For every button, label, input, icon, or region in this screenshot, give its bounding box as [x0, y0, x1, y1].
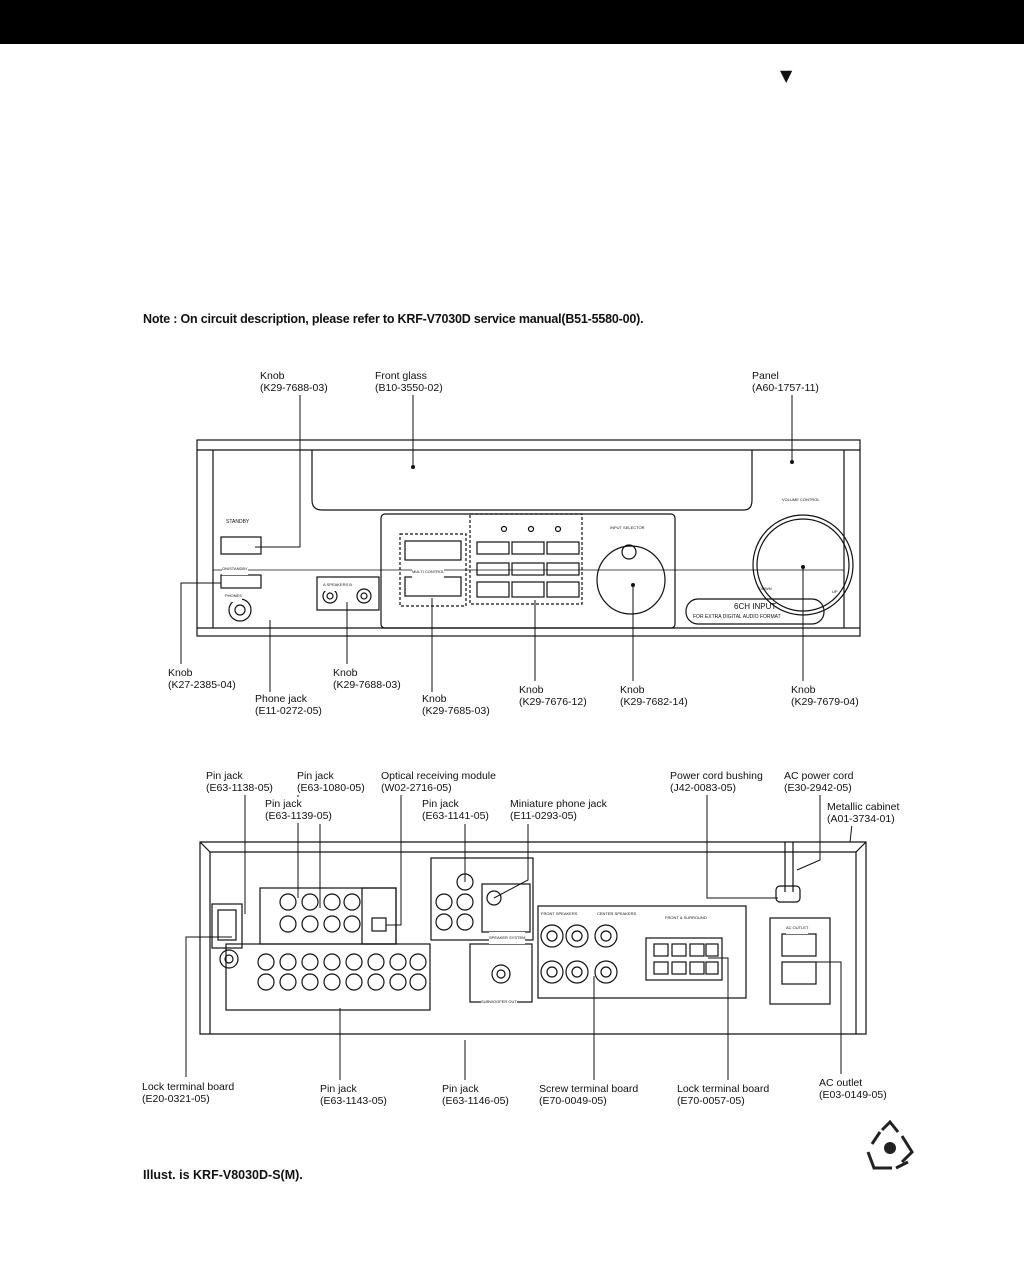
label-pin-jack-3: Pin jack(E63-1139-05)	[261, 797, 336, 823]
rear-speaker-system-text: SPEAKER SYSTEM	[489, 932, 526, 944]
front-panel-drawing	[196, 439, 861, 637]
label-ac-power-cord: AC power cord(E30-2942-05)	[780, 769, 858, 795]
panel-standby-text: STANDBY	[226, 516, 250, 528]
label-lock-terminal-2: Lock terminal board(E70-0057-05)	[673, 1082, 774, 1108]
front-leaders	[180, 394, 804, 694]
label-knob-buttons: Knob(K29-7676-12)	[515, 683, 591, 709]
label-knob-input: Knob(K29-7682-14)	[616, 683, 692, 709]
rear-subwoofer-text: SUBWOOFER OUT	[481, 996, 517, 1008]
input-selector-knob	[596, 545, 666, 615]
note-text: Note : On circuit description, please re…	[143, 312, 644, 326]
speakers-box	[316, 576, 380, 611]
panel-volume-control-text: VOLUME CONTROL	[782, 494, 820, 506]
panel-up-text: UP	[832, 589, 838, 594]
rear-leaders	[185, 795, 853, 1080]
label-pin-jack-6: Pin jack(E63-1146-05)	[438, 1082, 513, 1108]
label-panel: Panel(A60-1757-11)	[748, 369, 823, 395]
label-pin-jack-5: Pin jack(E63-1143-05)	[316, 1082, 391, 1108]
label-knob-top: Knob(K29-7688-03)	[256, 369, 332, 395]
panel-down-text: DOWN	[759, 586, 772, 591]
label-pin-jack-4: Pin jack(E63-1141-05)	[418, 797, 493, 823]
front-panel-outline	[196, 439, 861, 637]
rear-ac-outlet-text: AC OUTLET	[786, 922, 809, 934]
label-knob-power: Knob(K27-2385-04)	[164, 666, 240, 692]
page-marker: ▼	[780, 66, 793, 85]
label-front-glass: Front glass(B10-3550-02)	[371, 369, 447, 395]
rear-center-speakers-text: CENTER SPEAKERS	[597, 908, 637, 920]
phones-jack-shape	[228, 598, 252, 622]
label-metallic-cabinet: Metallic cabinet(A01-3734-01)	[823, 800, 904, 826]
panel-6ch-input-text: 6CH INPUT	[734, 602, 777, 611]
label-knob-volume: Knob(K29-7679-04)	[787, 683, 863, 709]
panel-multi-control-text: MULTI CONTROL	[412, 566, 445, 578]
label-knob-speakers: Knob(K29-7688-03)	[329, 666, 405, 692]
label-power-cord-bushing: Power cord bushing(J42-0083-05)	[666, 769, 767, 795]
panel-6ch-format-text: FOR EXTRA DIGITAL AUDIO FORMAT	[693, 614, 781, 620]
label-knob-multi: Knob(K29-7685-03)	[418, 692, 494, 718]
label-lock-terminal-1: Lock terminal board(E20-0321-05)	[138, 1080, 239, 1106]
rear-front-speakers-text: FRONT SPEAKERS	[541, 908, 578, 920]
page-top-bar	[0, 0, 1024, 44]
panel-input-selector-text: INPUT SELECTOR	[610, 522, 645, 534]
power-button-shape	[220, 574, 262, 589]
6ch-plate	[685, 598, 825, 625]
rear-surround-speakers-text: FRONT & SURROUND	[665, 912, 707, 924]
standby-button-shape	[220, 536, 262, 555]
panel-speakers-text: A SPEAKERS B	[323, 579, 352, 591]
label-phone-jack: Phone jack(E11-0272-05)	[251, 692, 326, 718]
label-ac-outlet: AC outlet(E03-0149-05)	[815, 1076, 891, 1102]
front-leader-dots	[411, 460, 805, 587]
label-pin-jack-2: Pin jack(E63-1080-05)	[293, 769, 369, 795]
label-optical-module: Optical receiving module(W02-2716-05)	[377, 769, 500, 795]
label-mini-phone-jack: Miniature phone jack(E11-0293-05)	[506, 797, 611, 823]
illust-note: Illust. is KRF-V8030D-S(M).	[143, 1168, 303, 1182]
label-pin-jack-1: Pin jack(E63-1138-05)	[202, 769, 277, 795]
front-glass-shape	[311, 450, 753, 511]
rear-panel-outline	[199, 841, 867, 1035]
panel-on-standby-text: ON/STANDBY	[222, 563, 248, 575]
label-screw-terminal: Screw terminal board(E70-0049-05)	[535, 1082, 643, 1108]
rear-panel-drawing	[199, 841, 867, 1035]
panel-phones-text: PHONES	[225, 590, 242, 602]
recycle-icon	[866, 1119, 914, 1170]
